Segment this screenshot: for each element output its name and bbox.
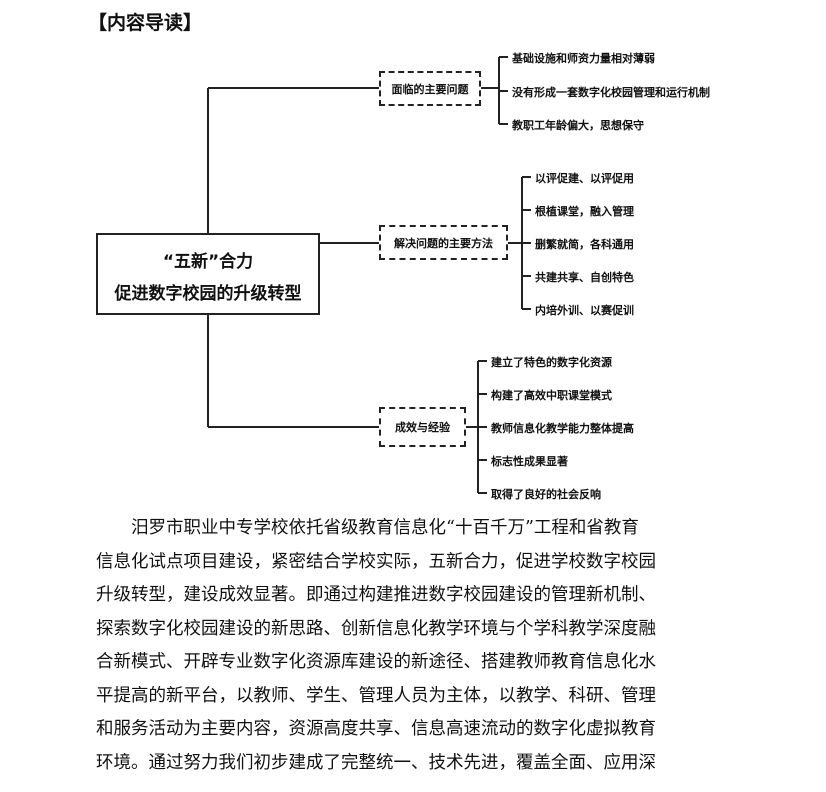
paragraph-line: 和服务活动为主要内容，资源高度共享、信息高速流动的数字化虚拟教育: [96, 719, 656, 739]
leaf-method-1: 以评促建、以评促用: [535, 172, 634, 185]
leaf-method-5: 内培外训、以赛促训: [535, 304, 634, 317]
branch-node-methods: 解决问题的主要方法: [379, 225, 508, 260]
leaf-result-2: 构建了高效中职课堂模式: [491, 389, 612, 402]
paragraph-line: 汨罗市职业中专学校依托省级教育信息化“十百千万”工程和省教育: [96, 518, 639, 538]
leaf-result-3: 教师信息化教学能力整体提高: [491, 422, 634, 435]
root-node: “五新”合力 促进数字校园的升级转型: [96, 233, 320, 315]
paragraph-line: 合新模式、开辟专业数字化资源库建设的新途径、搭建教师教育信息化水: [96, 652, 656, 672]
root-title-line2: 促进数字校园的升级转型: [114, 284, 302, 304]
leaf-result-5: 取得了良好的社会反响: [491, 488, 601, 501]
root-title-line1: “五新”合力: [162, 252, 254, 272]
leaf-method-3: 删繁就简，各科通用: [535, 238, 634, 251]
mind-map-diagram: “五新”合力 促进数字校园的升级转型 面临的主要问题 解决问题的主要方法 成效与…: [96, 52, 710, 501]
branch-node-results: 成效与经验: [379, 407, 466, 447]
paragraph-line: 平提高的新平台，以教师、学生、管理人员为主体，以教学、科研、管理: [96, 685, 656, 706]
leaf-method-4: 共建共享、自创特色: [535, 271, 634, 284]
branch-node-problems: 面临的主要问题: [379, 71, 481, 106]
leaf-problem-1: 基础设施和师资力量相对薄弱: [512, 52, 655, 65]
paragraph-line: 升级转型，建设成效显著。即通过构建推进数字校园建设的管理新机制、: [96, 585, 656, 605]
paragraph-line: 环境。通过努力我们初步建成了完整统一、技术先进，覆盖全面、应用深: [96, 752, 656, 773]
leaf-result-1: 建立了特色的数字化资源: [491, 356, 612, 369]
section-heading: 【内容导读】: [88, 12, 203, 34]
paragraph-line: 信息化试点项目建设，紧密结合学校实际，五新合力，促进学校数字校园: [96, 551, 656, 572]
leaf-result-4: 标志性成果显著: [491, 455, 568, 468]
body-paragraph: 汨罗市职业中专学校依托省级教育信息化“十百千万”工程和省教育 信息化试点项目建设…: [96, 512, 736, 780]
leaf-problem-2: 没有形成一套数字化校园管理和运行机制: [512, 86, 710, 99]
paragraph-line: 探索数字化校园建设的新思路、创新信息化教学环境与个学科教学深度融: [96, 618, 656, 639]
leaf-problem-3: 教职工年龄偏大，思想保守: [512, 119, 644, 132]
leaf-method-2: 根植课堂，融入管理: [535, 205, 634, 218]
